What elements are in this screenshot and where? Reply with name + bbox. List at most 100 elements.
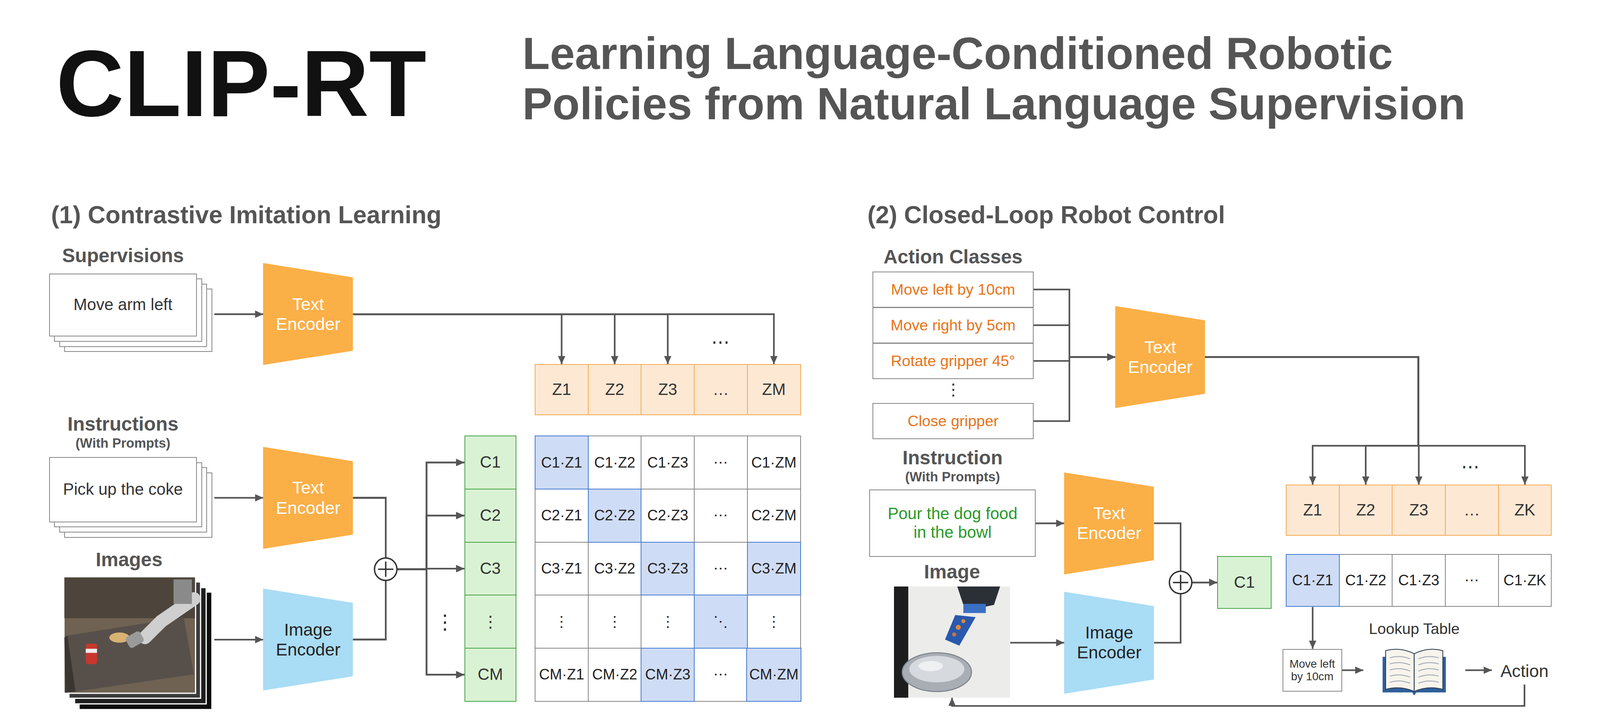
table-top bbox=[67, 617, 195, 692]
similarity-cell-positive: CM·ZM bbox=[746, 647, 802, 702]
box-text: C1·Z2 bbox=[593, 454, 635, 472]
box-text: ⋮ bbox=[554, 613, 569, 631]
box-text: C1·Z2 bbox=[1345, 572, 1387, 590]
box-text: C1·Z3 bbox=[647, 454, 689, 472]
box-text: C3·Z3 bbox=[647, 560, 689, 578]
sum-circle bbox=[1169, 571, 1192, 594]
similarity-cell-positive: CM·Z3 bbox=[640, 647, 695, 702]
box-text: … bbox=[712, 380, 729, 400]
connector bbox=[214, 639, 264, 641]
box-text: ⋯ bbox=[713, 507, 728, 525]
box-text: ⋮ bbox=[766, 613, 782, 631]
sum-cross bbox=[1172, 574, 1189, 591]
scoop bbox=[944, 615, 976, 646]
image-encoder: Image Encoder bbox=[263, 588, 353, 691]
connector bbox=[353, 569, 465, 675]
text-embedding: Z3 bbox=[1391, 484, 1446, 536]
box-text: Move right by 5cm bbox=[890, 316, 1016, 335]
heading-group: Image bbox=[893, 561, 1011, 584]
similarity-cell: C2·Z1 bbox=[534, 488, 589, 543]
box-text: C1·Z1 bbox=[1292, 572, 1334, 590]
book-line bbox=[1389, 669, 1410, 672]
box-text: CM·ZM bbox=[749, 666, 799, 684]
photo-ground bbox=[893, 586, 1011, 698]
title: CLIP-RT bbox=[56, 32, 427, 136]
similarity-cell: ⋮ bbox=[587, 594, 642, 649]
connector bbox=[1010, 641, 1065, 644]
bowl bbox=[902, 653, 972, 693]
connector bbox=[1033, 289, 1116, 357]
sum-symbol bbox=[374, 558, 397, 581]
book-line bbox=[1389, 681, 1410, 684]
box-text: Rotate gripper 45° bbox=[890, 352, 1015, 370]
heading-group: Instruction(With Prompts) bbox=[869, 446, 1036, 485]
box-text: C3·ZM bbox=[751, 560, 797, 578]
similarity-cell: ⋯ bbox=[693, 541, 748, 596]
connector bbox=[214, 497, 264, 499]
output-text: Action bbox=[1500, 661, 1549, 682]
photo-front bbox=[63, 577, 196, 694]
encoder-label: Image Encoder bbox=[273, 619, 344, 660]
box-text: ZK bbox=[1514, 500, 1536, 520]
similarity-cell: C3·Z1 bbox=[534, 541, 589, 596]
context-embedding: ⋮ bbox=[464, 594, 517, 649]
box-text: C2 bbox=[479, 506, 501, 525]
similarity-cell-positive: C3·ZM bbox=[747, 541, 802, 596]
similarity-cell-positive: C1·Z1 bbox=[1285, 554, 1340, 608]
box-text: C1·ZK bbox=[1503, 572, 1547, 590]
trapezoid bbox=[1115, 306, 1205, 409]
text-embedding: ZK bbox=[1498, 484, 1553, 536]
box-text: C3 bbox=[479, 559, 501, 579]
camera-image: Image bbox=[893, 561, 1011, 698]
box-text: C3·Z1 bbox=[541, 560, 583, 578]
connector bbox=[353, 498, 465, 570]
connector bbox=[353, 568, 465, 640]
can-band bbox=[85, 649, 98, 654]
encoder-label: Text Encoder bbox=[1074, 503, 1145, 544]
box-text: CM·Z2 bbox=[591, 666, 637, 684]
connector bbox=[353, 314, 562, 365]
heading: Images bbox=[95, 548, 163, 572]
box-text: Z2 bbox=[1356, 500, 1376, 520]
text-embedding: Z1 bbox=[534, 364, 589, 416]
text-embedding: Z1 bbox=[1285, 484, 1340, 536]
box-text: CM·Z3 bbox=[645, 666, 691, 684]
trapezoid bbox=[263, 588, 353, 691]
box-text: ⋯ bbox=[713, 560, 728, 578]
book-line bbox=[1389, 675, 1410, 678]
trapezoid bbox=[263, 263, 353, 365]
heading-group: Instructions(With Prompts) bbox=[49, 413, 197, 451]
connector bbox=[214, 313, 264, 316]
connector bbox=[353, 515, 465, 640]
heading: Supervisions bbox=[62, 244, 184, 268]
image-encoder: Image Encoder bbox=[1064, 591, 1154, 694]
dog-food bbox=[955, 624, 961, 631]
box-text: Z3 bbox=[658, 380, 678, 400]
box-text: C2·Z1 bbox=[541, 507, 583, 525]
ellipsis: ⋯ bbox=[1461, 455, 1480, 478]
subtitle: Learning Language-Conditioned Robotic Po… bbox=[522, 28, 1523, 130]
connector bbox=[353, 498, 465, 570]
text-encoder: Text Encoder bbox=[1115, 306, 1205, 409]
box-text: ⋯ bbox=[713, 666, 728, 684]
similarity-cell: C1·Z3 bbox=[1391, 554, 1446, 608]
card-text: Move arm left bbox=[73, 295, 173, 315]
sum-symbol bbox=[1169, 571, 1192, 594]
connector bbox=[1465, 669, 1492, 672]
text-encoder: Text Encoder bbox=[263, 263, 353, 365]
similarity-cell: C3·Z2 bbox=[587, 541, 642, 596]
bowl-shine bbox=[918, 661, 943, 672]
similarity-cell: ⋮ bbox=[534, 594, 589, 649]
similarity-cell: C1·Z3 bbox=[640, 435, 695, 490]
box-text: CM·Z1 bbox=[539, 666, 585, 684]
box-text: Z3 bbox=[1409, 500, 1429, 520]
action-class: Close gripper bbox=[872, 403, 1034, 440]
connector bbox=[1033, 325, 1116, 357]
heading: (With Prompts) bbox=[75, 435, 171, 452]
similarity-cell-positive: C2·Z2 bbox=[587, 488, 642, 543]
box-text: C1·ZM bbox=[751, 454, 797, 472]
similarity-cell: C1·ZM bbox=[747, 435, 802, 490]
box-text: ⋮ bbox=[607, 613, 622, 631]
box-text: ZM bbox=[762, 380, 786, 400]
box-text: ⋱ bbox=[713, 613, 728, 631]
